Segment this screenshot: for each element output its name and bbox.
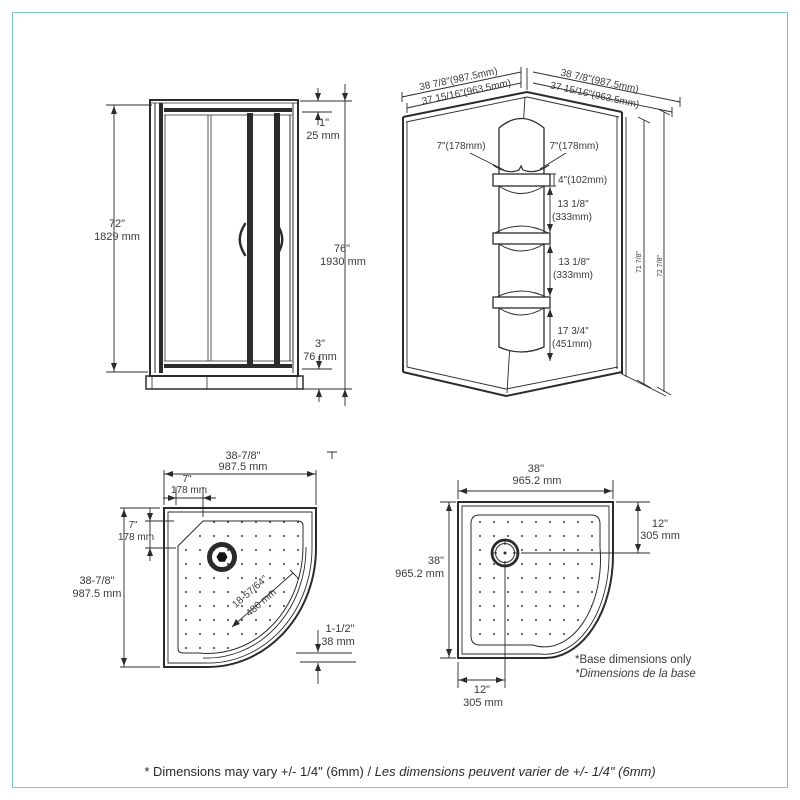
wall-top-dim-lines — [401, 67, 681, 117]
square-base-left-dim — [440, 501, 456, 659]
glass-panel-dividers — [164, 115, 212, 361]
base-note-en: *Base dimensions only — [575, 654, 692, 666]
lip-mm-label: 38 mm — [321, 636, 355, 648]
door-threshold — [145, 375, 304, 390]
door-right-jamb-lines — [289, 103, 294, 373]
corner-top-mm-label: 178 mm — [171, 485, 207, 496]
door-rail-inner-lines — [164, 114, 292, 362]
door-height-mm-label: 1829 mm — [94, 231, 140, 243]
shelf-gap-1-mm-label: (333mm) — [552, 212, 592, 223]
wall-height-outer-label: 72 7/8" — [657, 255, 664, 277]
drain-bottom-in-label: 12" — [474, 684, 490, 696]
shelf-1-top-edge — [492, 164, 550, 173]
wall-height-dim-lines — [621, 108, 672, 397]
square-base-outer-outline — [457, 501, 615, 660]
panel-stile-1 — [247, 113, 253, 364]
footer-note-fr: Les dimensions peuvent varier de +/- 1/4… — [374, 764, 656, 779]
lip-in-label: 1-1/2" — [326, 623, 355, 635]
square-base-floor — [470, 514, 601, 648]
square-base-rim-line — [461, 505, 610, 655]
panel-stile-2 — [274, 113, 280, 364]
top-gap-mm-label: 25 mm — [306, 130, 340, 142]
square-base-depth-mm-label: 965.2 mm — [395, 568, 444, 580]
shelf-3-top-arc — [494, 290, 549, 299]
round-base-radius-dim — [231, 569, 298, 628]
total-height-mm-label: 1930 mm — [320, 256, 366, 268]
shelf-2-bottom-arc — [498, 243, 545, 252]
corner-side-in-label: 7" — [128, 520, 138, 531]
shelf-leader-lines — [469, 152, 567, 171]
round-base-depth-in-label: 38-7/8" — [79, 575, 114, 587]
round-base-left-dim — [120, 507, 160, 668]
round-base-rim-line-1 — [167, 511, 313, 664]
base-plan-overall: 38'' 965.2 mm 38" 965.2 mm 12" 305 mm 12… — [395, 463, 696, 709]
shelf-gap-2-mm-label: (333mm) — [553, 270, 593, 281]
shelf-right-label: 7"(178mm) — [549, 141, 598, 152]
stray-tick — [327, 451, 337, 459]
door-height-in-label: 72" — [109, 218, 125, 230]
drain-right-mm-label: 305 mm — [640, 530, 680, 542]
corner-side-mm-label: 178 mm — [118, 532, 154, 543]
wall-height-inner-label: 71 7/8" — [636, 251, 643, 273]
square-base-drain-center — [503, 551, 507, 555]
square-base-top-dim — [457, 480, 614, 499]
threshold-seams — [151, 376, 298, 389]
round-base-outer-outline — [163, 507, 317, 668]
wall-inner-edges — [405, 96, 627, 394]
top-gap-in-label: 1" — [319, 117, 329, 129]
door-handle-right — [275, 222, 284, 257]
shelf-1-bottom-arc — [498, 185, 545, 194]
base-note-fr: *Dimensions de la base — [575, 668, 696, 680]
shelf-left-label: 7"(178mm) — [436, 141, 485, 152]
shelf-3-bottom-arc — [498, 307, 545, 316]
square-base-depth-in-label: 38" — [428, 555, 444, 567]
base-height-in-label: 3" — [315, 338, 325, 350]
base-plan-rounded: 38-7/8" 987.5 mm 7" 178 mm 38-7/8" 987.5… — [73, 450, 356, 684]
round-base-drain-ring — [207, 542, 237, 572]
corner-wall-panel-view: 38 7/8"(987.5mm) 37 15/16"(963.5mm) 38 7… — [401, 66, 681, 398]
bottom-gap-mm-label: (451mm) — [552, 339, 592, 350]
wall-outer-edges — [402, 90, 623, 398]
shelf-depth-bracket — [550, 173, 556, 187]
total-height-in-label: 76" — [334, 243, 350, 255]
round-base-width-in-label: 38-7/8" — [225, 450, 260, 462]
shelf-gap-2-in-label: 13 1/8" — [558, 257, 590, 268]
square-base-width-mm-label: 965.2 mm — [513, 475, 562, 487]
shelf-3-band — [492, 296, 551, 309]
shower-door-elevation: 72" 1829 mm 1" 25 mm 76" 1930 mm 3" 76 m… — [94, 84, 366, 406]
shelf-2-band — [492, 232, 551, 245]
drain-right-in-label: 12" — [652, 518, 668, 530]
shelf-2-top-arc — [494, 225, 549, 234]
drain-bottom-mm-label: 305 mm — [463, 697, 503, 709]
shelf-depth-label: 4"(102mm) — [558, 175, 607, 186]
square-base-width-in-label: 38'' — [528, 463, 544, 475]
shelf-1-band — [492, 173, 551, 187]
round-base-corner-side-dim — [145, 508, 176, 561]
round-base-corner-top-dim — [163, 487, 216, 517]
round-base-top-dim — [163, 470, 317, 505]
round-base-width-mm-label: 987.5 mm — [219, 461, 268, 473]
footer-note-en: * Dimensions may vary +/- 1/4" (6mm) / — [144, 764, 375, 779]
door-handle-left — [238, 222, 247, 257]
round-base-rim-line-2 — [202, 546, 307, 659]
square-base-drain-crosshair — [492, 540, 518, 566]
bottom-gap-in-label: 17 3/4" — [557, 326, 589, 337]
round-base-drain-cap — [216, 552, 228, 562]
round-base-depth-mm-label: 987.5 mm — [73, 588, 122, 600]
footer-note: * Dimensions may vary +/- 1/4" (6mm) / L… — [0, 764, 800, 779]
dim-lines-76 — [300, 84, 352, 406]
shelf-gap-1-in-label: 13 1/8" — [557, 199, 589, 210]
corner-top-in-label: 7" — [182, 474, 192, 485]
dim-lines-72 — [106, 104, 152, 373]
base-height-mm-label: 76 mm — [303, 351, 337, 363]
round-base-lip-dim — [296, 630, 356, 684]
